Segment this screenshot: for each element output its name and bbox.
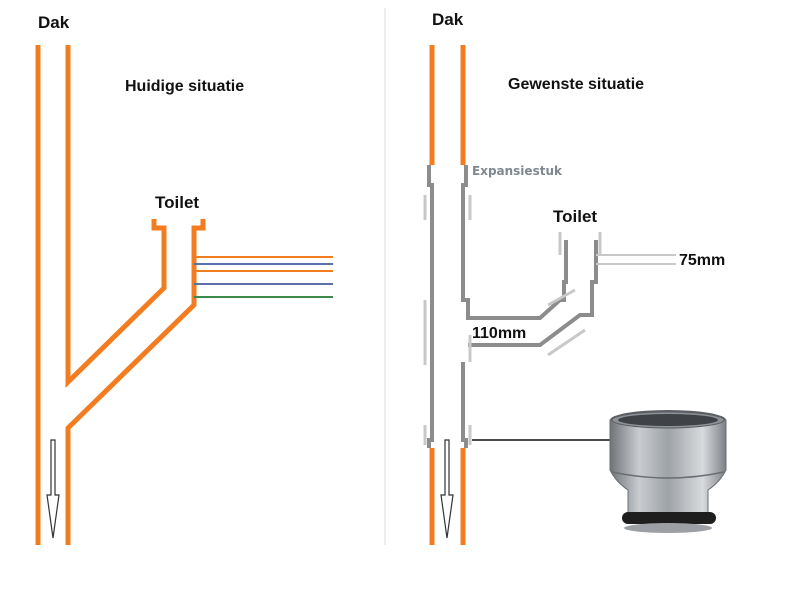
pipe-75mm-label: 75mm [679, 252, 725, 269]
reducer-fitting-icon [609, 410, 727, 533]
branch-lower-wall [468, 240, 598, 347]
flow-arrow-left-icon [46, 439, 60, 539]
roof-label-right: Dak [432, 10, 464, 29]
branch-upper-wall [461, 165, 568, 320]
new-stack-section [427, 165, 598, 448]
toilet-label-right: Toilet [553, 207, 597, 226]
left-panel-title: Huidige situatie [125, 78, 244, 95]
roof-label-left: Dak [38, 13, 70, 32]
left-panel [35, 45, 206, 545]
right-panel: Dak Gewenste situatie Expansiestuk Toile… [423, 10, 727, 545]
pipe-fittings [423, 195, 602, 445]
stack-right-wall-upper [65, 45, 167, 388]
toilet-branch-wall [65, 219, 206, 545]
pipe-110mm-label: 110mm [472, 325, 526, 342]
expansion-piece-label: Expansiestuk [472, 164, 563, 178]
toilet-label-left: Toilet [155, 193, 199, 212]
pipe-75mm [596, 254, 676, 265]
right-panel-title: Gewenste situatie [508, 76, 644, 93]
flow-arrow-right-icon [440, 439, 454, 539]
supply-lines [194, 256, 333, 298]
